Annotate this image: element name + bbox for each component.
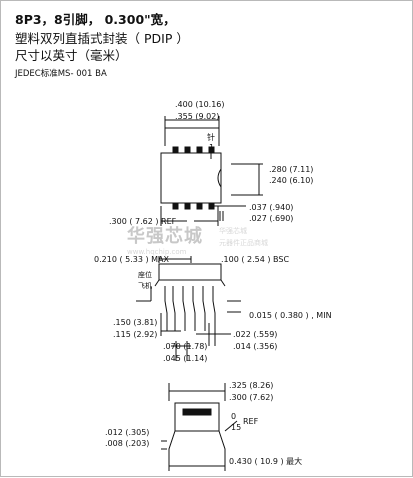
angle-ref: REF bbox=[243, 417, 259, 426]
dim-tip-min: .115 (2.92) bbox=[113, 330, 158, 339]
lead-top-1 bbox=[172, 146, 179, 154]
angle-top: 0 bbox=[231, 412, 237, 421]
end-view-body bbox=[174, 402, 220, 432]
dim-lead-min: .027 (.690) bbox=[249, 214, 294, 223]
dim-ref: .300 ( 7.62 ) REF bbox=[109, 217, 177, 226]
dim-bsc-pitch: .100 ( 2.54 ) BSC bbox=[221, 255, 290, 264]
top-view-body bbox=[160, 152, 222, 204]
dim-shoulder-max: .070 (1.78) bbox=[163, 342, 208, 351]
watermark-line2: www.hqchip.com bbox=[127, 248, 187, 256]
lead-bottom-2 bbox=[184, 202, 191, 210]
pin1-label-num: 1 bbox=[209, 143, 215, 152]
dim-leadw-max: .022 (.559) bbox=[233, 330, 278, 339]
dim-width-min: .355 (9.02) bbox=[175, 112, 220, 121]
end-view-window bbox=[182, 408, 212, 416]
angle-bottom: 15 bbox=[231, 423, 242, 432]
dim-max-height: 0.210 ( 5.33 ) MAX bbox=[94, 255, 169, 264]
dim-span-max: .325 (8.26) bbox=[229, 381, 274, 390]
dim-thick-min: .008 (.203) bbox=[105, 439, 150, 448]
dim-overall: 0.430 ( 10.9 ) 最大 bbox=[229, 457, 303, 466]
units-note: 尺寸以英寸（毫米） bbox=[15, 48, 128, 63]
dim-height-max: .280 (7.11) bbox=[269, 165, 314, 174]
package-title: 8P3，8引脚， 0.300"宽， bbox=[15, 12, 176, 27]
dim-standoff: 0.015 ( 0.380 ) , MIN bbox=[249, 311, 332, 320]
watermark-main: 华强芯城 bbox=[127, 226, 203, 247]
dim-height-min: .240 (6.10) bbox=[269, 176, 314, 185]
dim-shoulder-min: .045 (1.14) bbox=[163, 354, 208, 363]
pin1-notch bbox=[217, 168, 222, 188]
package-subtitle: 塑料双列直插式封装（ PDIP ） bbox=[15, 31, 189, 46]
dim-tip-max: .150 (3.81) bbox=[113, 318, 158, 327]
watermark-line1: 华强芯城 bbox=[219, 227, 247, 235]
watermark-line3: 元器件正品商城 bbox=[219, 239, 268, 247]
side-view-body bbox=[158, 263, 222, 281]
lead-bottom-1 bbox=[172, 202, 179, 210]
lead-bottom-3 bbox=[196, 202, 203, 210]
dim-thick-max: .012 (.305) bbox=[105, 428, 150, 437]
dim-lead-max: .037 (.940) bbox=[249, 203, 294, 212]
pin1-label-char: 针 bbox=[207, 133, 215, 142]
seating-label-line2: 飞机 bbox=[138, 282, 152, 290]
dim-leadw-min: .014 (.356) bbox=[233, 342, 278, 351]
jedec-standard: JEDEC标准MS- 001 BA bbox=[15, 69, 107, 79]
lead-top-2 bbox=[184, 146, 191, 154]
lead-top-3 bbox=[196, 146, 203, 154]
seating-label-line1: 座位 bbox=[138, 271, 152, 279]
dim-width-max: .400 (10.16) bbox=[175, 100, 225, 109]
dim-span-min: .300 (7.62) bbox=[229, 393, 274, 402]
